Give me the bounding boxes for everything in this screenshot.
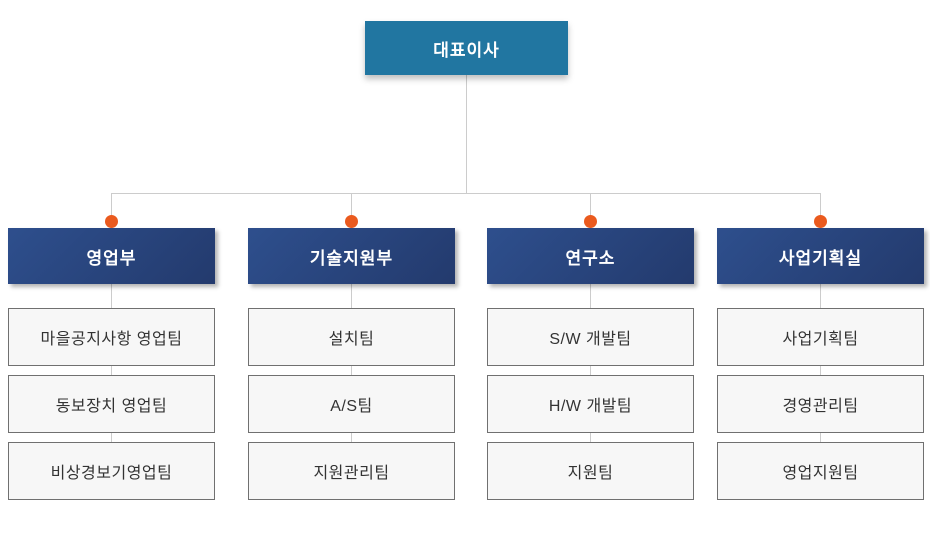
connector-root-vertical [466, 75, 467, 193]
team-box: 경영관리팀 [717, 375, 924, 433]
dept-box-rnd: 연구소 [487, 228, 694, 284]
team-box: 사업기획팀 [717, 308, 924, 366]
dept-label: 사업기획실 [778, 248, 863, 268]
connector-stub-sales [111, 193, 112, 222]
team-box: 지원팀 [487, 442, 694, 500]
team-label: 설치팀 [328, 331, 375, 348]
team-label: 영업지원팀 [782, 465, 859, 482]
team-label: 마을공지사항 영업팀 [40, 331, 183, 348]
team-label: 비상경보기영업팀 [50, 465, 173, 482]
dept-label: 기술지원부 [309, 248, 394, 268]
team-label: 지원관리팀 [313, 465, 390, 482]
team-label: 동보장치 영업팀 [55, 398, 168, 415]
junction-dot-rnd [584, 215, 597, 228]
team-box: 비상경보기영업팀 [8, 442, 215, 500]
dept-label: 영업부 [86, 248, 137, 268]
team-box: 마을공지사항 영업팀 [8, 308, 215, 366]
dept-box-planning: 사업기획실 [717, 228, 924, 284]
team-box: H/W 개발팀 [487, 375, 694, 433]
dept-box-sales: 영업부 [8, 228, 215, 284]
team-box: A/S팀 [248, 375, 455, 433]
team-box: 설치팀 [248, 308, 455, 366]
team-box: 영업지원팀 [717, 442, 924, 500]
team-box: S/W 개발팀 [487, 308, 694, 366]
team-label: A/S팀 [330, 398, 373, 415]
connector-stub-rnd [590, 193, 591, 222]
connector-stub-techsupport [351, 193, 352, 222]
dept-box-techsupport: 기술지원부 [248, 228, 455, 284]
ceo-box: 대표이사 [365, 21, 568, 75]
connector-stub-planning [820, 193, 821, 222]
team-label: H/W 개발팀 [548, 398, 633, 415]
junction-dot-techsupport [345, 215, 358, 228]
ceo-label: 대표이사 [433, 40, 500, 60]
team-label: S/W 개발팀 [549, 331, 632, 348]
team-box: 동보장치 영업팀 [8, 375, 215, 433]
team-label: 사업기획팀 [782, 331, 859, 348]
junction-dot-sales [105, 215, 118, 228]
team-box: 지원관리팀 [248, 442, 455, 500]
team-label: 경영관리팀 [782, 398, 859, 415]
connector-horizontal [111, 193, 821, 194]
dept-label: 연구소 [565, 248, 616, 268]
junction-dot-planning [814, 215, 827, 228]
team-label: 지원팀 [567, 465, 614, 482]
